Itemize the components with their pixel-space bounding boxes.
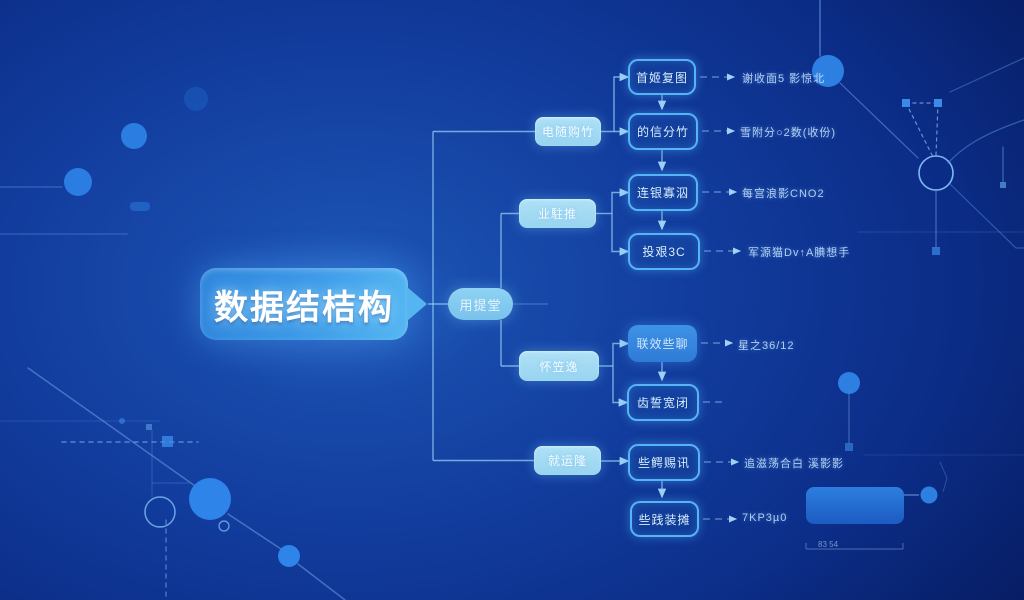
annotation-4-1: 追滋荡合白 溪影影 (744, 458, 845, 470)
subnode-label: 些践装摊 (638, 512, 691, 527)
dot-decor (64, 168, 92, 196)
dot-decor (184, 87, 208, 111)
branch-node-3[interactable]: 怀笠逸 (519, 351, 599, 381)
subnode-label: 的信分竹 (636, 125, 689, 139)
annotation-2-2: 军源猫Dv↑A腆想手 (748, 247, 851, 259)
circuit-decor-top-right (812, 0, 1024, 255)
dot-decor (812, 55, 844, 87)
annotation-2-1: 每宫浪影CNO2 (742, 188, 825, 200)
ring-decor (144, 496, 176, 528)
annotation-1-2: 雪附分○2数(收份) (740, 127, 837, 139)
subnode-label: 齿誓宽闭 (636, 396, 689, 410)
subnode-2-2[interactable]: 投艰3C (628, 233, 700, 270)
subnode-label: 首姬复图 (635, 70, 688, 85)
annotation-1-1: 谢收面5 影惊北 (742, 73, 826, 85)
branch-node-4[interactable]: 就运隆 (534, 446, 601, 475)
subnode-label: 连银寡泅 (636, 186, 689, 200)
dot-decor (121, 123, 147, 149)
circuit-decor-bottom-left (27, 367, 346, 600)
annotation-4-2: 7KP3µ0 (742, 512, 788, 524)
branch-node-label: 业駐推 (537, 207, 577, 221)
edge-b2-s4 (611, 213, 630, 256)
edge-b2-s3 (611, 188, 630, 214)
subnode-4-2[interactable]: 些践装摊 (630, 501, 699, 537)
subnode-2-1[interactable]: 连银寡泅 (628, 174, 698, 211)
center-node-label: 用提堂 (459, 297, 502, 313)
branch-node-1[interactable]: 电随购竹 (535, 117, 601, 146)
dimension-label: 83 54 (818, 540, 839, 549)
decor-bottom-right-panel: 83 54 (805, 461, 948, 550)
dot-decor (189, 478, 231, 520)
subnode-4-1[interactable]: 些鳄赐讯 (628, 444, 700, 481)
root-node[interactable]: 数据结桔构 (200, 268, 408, 340)
branch-node-2[interactable]: 业駐推 (519, 199, 596, 228)
edge-b3-s5 (612, 339, 630, 366)
branch-node-label: 怀笠逸 (539, 359, 579, 374)
edge-b3-s6 (612, 366, 629, 407)
branch-node-label: 电随购竹 (541, 125, 594, 139)
subnode-1-2[interactable]: 的信分竹 (628, 113, 698, 150)
subnode-3-1[interactable]: 联效些聊 (628, 325, 697, 362)
subnode-3-2[interactable]: 齿誓宽闭 (627, 384, 699, 421)
edge-b1-s1 (613, 72, 630, 132)
center-node[interactable]: 用提堂 (448, 288, 513, 320)
dot-decor (920, 486, 938, 504)
root-node-label: 数据结桔构 (214, 288, 394, 327)
subnode-label: 些鳄赐讯 (637, 456, 690, 470)
branch-node-label: 就运隆 (547, 454, 587, 468)
panel-decor (806, 487, 904, 524)
dot-decor (838, 372, 860, 394)
dot-decor (278, 545, 300, 567)
subnode-label: 投艰3C (642, 245, 686, 259)
circuit-decor-top-left (0, 87, 208, 424)
circuit-decor-mid-right (838, 372, 1024, 456)
annotation-3-1: 星之36/12 (738, 340, 795, 352)
subnode-1-1[interactable]: 首姬复图 (628, 59, 696, 95)
subnode-label: 联效些聊 (636, 337, 689, 351)
